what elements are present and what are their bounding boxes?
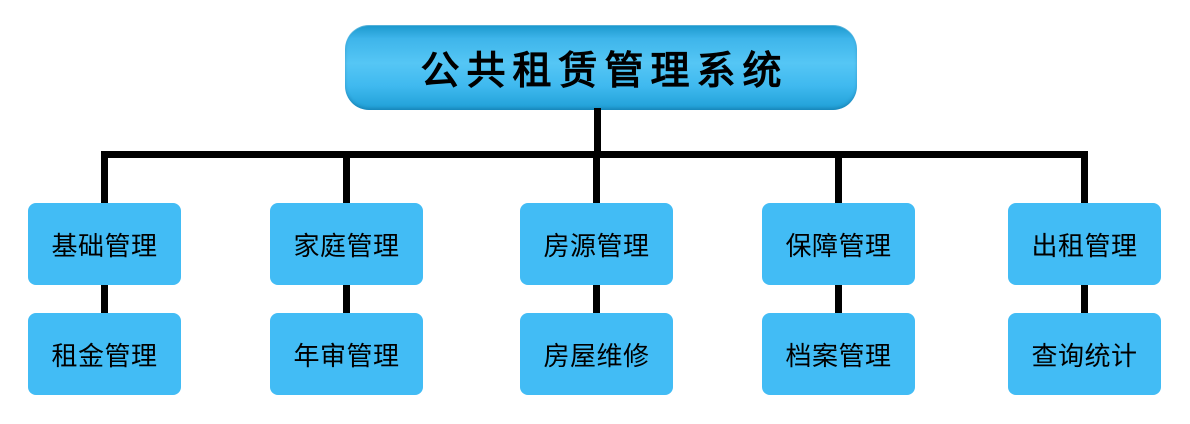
node-label: 档案管理: [785, 341, 892, 372]
node-basic-management: 基础管理: [28, 203, 181, 285]
node-archive-management: 档案管理: [762, 313, 915, 395]
connector-drop-col1: [101, 151, 108, 205]
root-node: 公共租赁管理系统: [345, 25, 857, 110]
node-rental-management: 出租管理: [1008, 203, 1161, 285]
node-label: 基础管理: [51, 231, 158, 262]
connector-mid-col4: [835, 283, 842, 315]
connector-mid-col3: [593, 283, 600, 315]
node-housing-management: 房源管理: [520, 203, 673, 285]
node-query-statistics: 查询统计: [1008, 313, 1161, 395]
connector-mid-col2: [343, 283, 350, 315]
node-house-maintenance: 房屋维修: [520, 313, 673, 395]
connector-root-stem: [594, 108, 601, 158]
node-family-management: 家庭管理: [270, 203, 423, 285]
node-security-management: 保障管理: [762, 203, 915, 285]
connector-drop-col3: [593, 151, 600, 205]
node-annual-review-management: 年审管理: [270, 313, 423, 395]
connector-drop-col4: [835, 151, 842, 205]
root-node-label: 公共租赁管理系统: [420, 48, 789, 94]
node-label: 年审管理: [293, 341, 400, 372]
connector-drop-col5: [1081, 151, 1088, 205]
node-label: 保障管理: [785, 231, 892, 262]
node-label: 房源管理: [543, 231, 650, 262]
connector-drop-col2: [343, 151, 350, 205]
node-label: 房屋维修: [543, 341, 650, 372]
node-rent-management: 租金管理: [28, 313, 181, 395]
node-label: 租金管理: [51, 341, 158, 372]
node-label: 家庭管理: [293, 231, 400, 262]
connector-mid-col1: [101, 283, 108, 315]
node-label: 出租管理: [1031, 231, 1138, 262]
connector-mid-col5: [1081, 283, 1088, 315]
node-label: 查询统计: [1031, 341, 1138, 372]
